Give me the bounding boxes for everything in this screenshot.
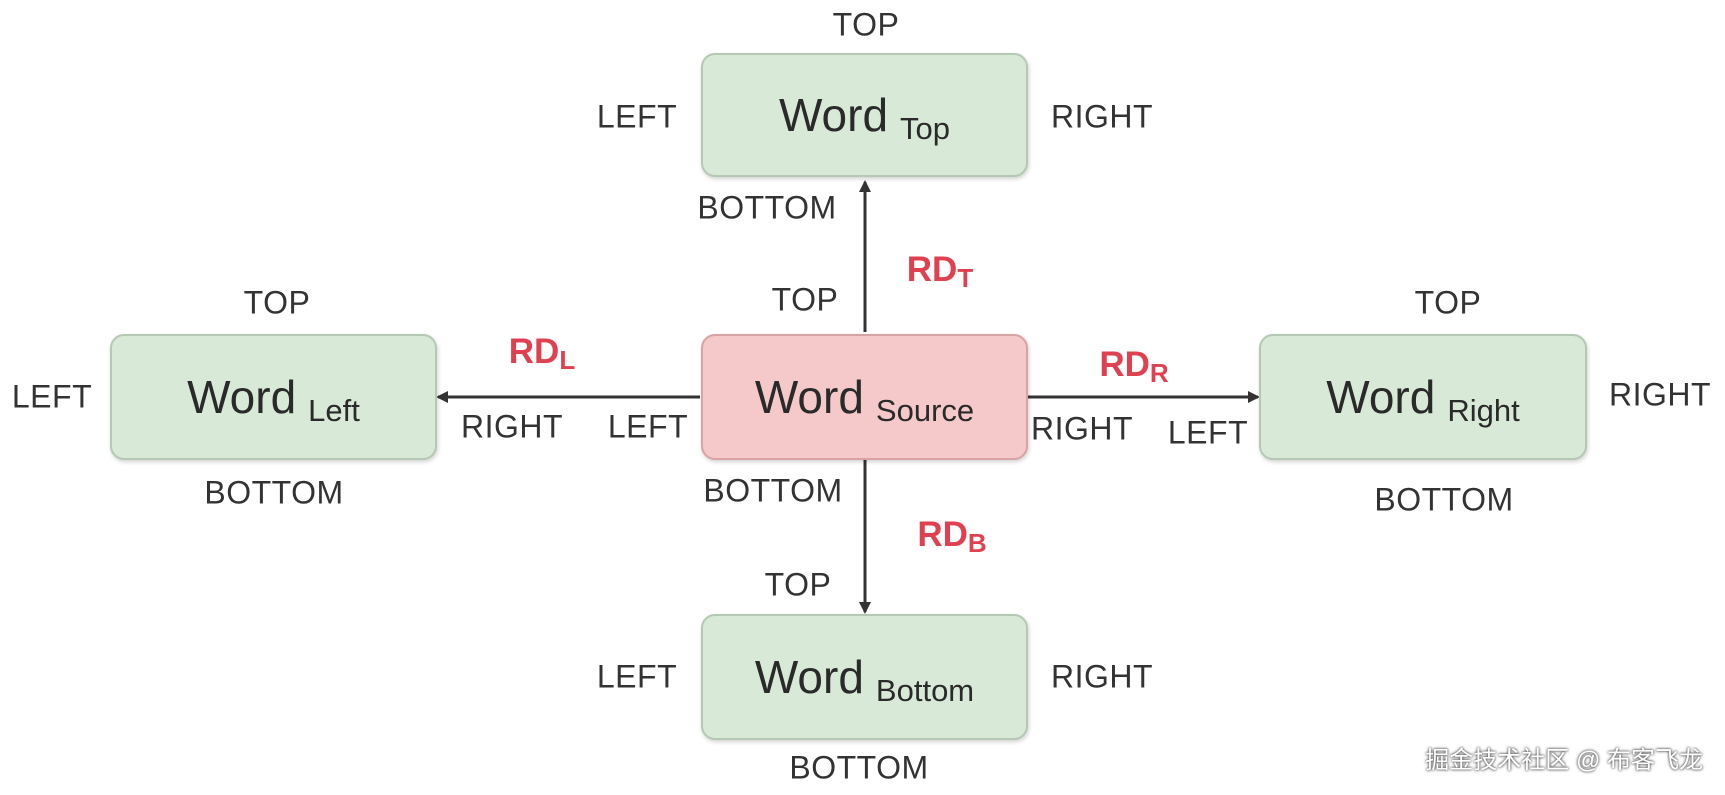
- source-node-right-label: RIGHT: [1030, 410, 1134, 447]
- node-sub-text: Bottom: [875, 673, 975, 708]
- relation-sub-text: T: [957, 263, 974, 293]
- node-word-right: Word Right: [1259, 334, 1587, 460]
- node-main-text: Word: [778, 89, 889, 141]
- top-node-bottom-label: BOTTOM: [697, 189, 837, 226]
- bottom-node-top-label: TOP: [764, 566, 832, 603]
- left-node-left-label: LEFT: [11, 378, 93, 415]
- node-word-left: Word Left: [110, 334, 437, 460]
- relation-base-text: RD: [906, 250, 958, 289]
- left-node-top-label: TOP: [243, 284, 311, 321]
- left-node-bottom-label: BOTTOM: [204, 474, 344, 511]
- source-node-top-label: TOP: [771, 281, 839, 318]
- relation-sub-text: B: [967, 528, 987, 558]
- node-main-text: Word: [754, 371, 864, 423]
- source-node-left-label: LEFT: [607, 408, 689, 445]
- relation-label-bottom: RDB: [917, 515, 987, 558]
- node-sub-text: Top: [900, 111, 951, 146]
- node-word-bottom: Word Bottom: [701, 614, 1028, 740]
- node-main-text: Word: [187, 371, 297, 423]
- relation-label-top: RDT: [906, 250, 974, 293]
- node-sub-text: Left: [308, 393, 360, 428]
- node-sub-text: Right: [1447, 393, 1520, 428]
- relation-base-text: RD: [917, 515, 968, 554]
- top-node-top-label: TOP: [832, 6, 900, 43]
- node-word-source: Word Source: [701, 334, 1028, 460]
- bottom-node-right-label: RIGHT: [1050, 658, 1154, 695]
- relation-base-text: RD: [1099, 345, 1150, 384]
- top-node-right-label: RIGHT: [1050, 98, 1154, 135]
- relation-sub-text: R: [1149, 358, 1169, 388]
- watermark: 掘金技术社区 @ 布客飞龙: [1425, 747, 1703, 774]
- node-sub-text: Source: [875, 393, 975, 428]
- node-main-text: Word: [754, 651, 864, 703]
- relation-label-left: RDL: [508, 332, 576, 375]
- left-node-right-label: RIGHT: [460, 408, 564, 445]
- bottom-node-left-label: LEFT: [596, 658, 678, 695]
- source-node-bottom-label: BOTTOM: [703, 472, 843, 509]
- relation-base-text: RD: [508, 332, 560, 371]
- right-node-bottom-label: BOTTOM: [1374, 481, 1514, 518]
- relation-sub-text: L: [559, 345, 576, 375]
- right-node-left-label: LEFT: [1167, 414, 1249, 451]
- node-main-text: Word: [1326, 371, 1436, 423]
- bottom-node-bottom-label: BOTTOM: [789, 749, 929, 786]
- right-node-right-label: RIGHT: [1608, 376, 1712, 413]
- top-node-left-label: LEFT: [596, 98, 678, 135]
- node-word-top: Word Top: [701, 53, 1028, 177]
- relation-label-right: RDR: [1099, 345, 1169, 388]
- right-node-top-label: TOP: [1414, 284, 1482, 321]
